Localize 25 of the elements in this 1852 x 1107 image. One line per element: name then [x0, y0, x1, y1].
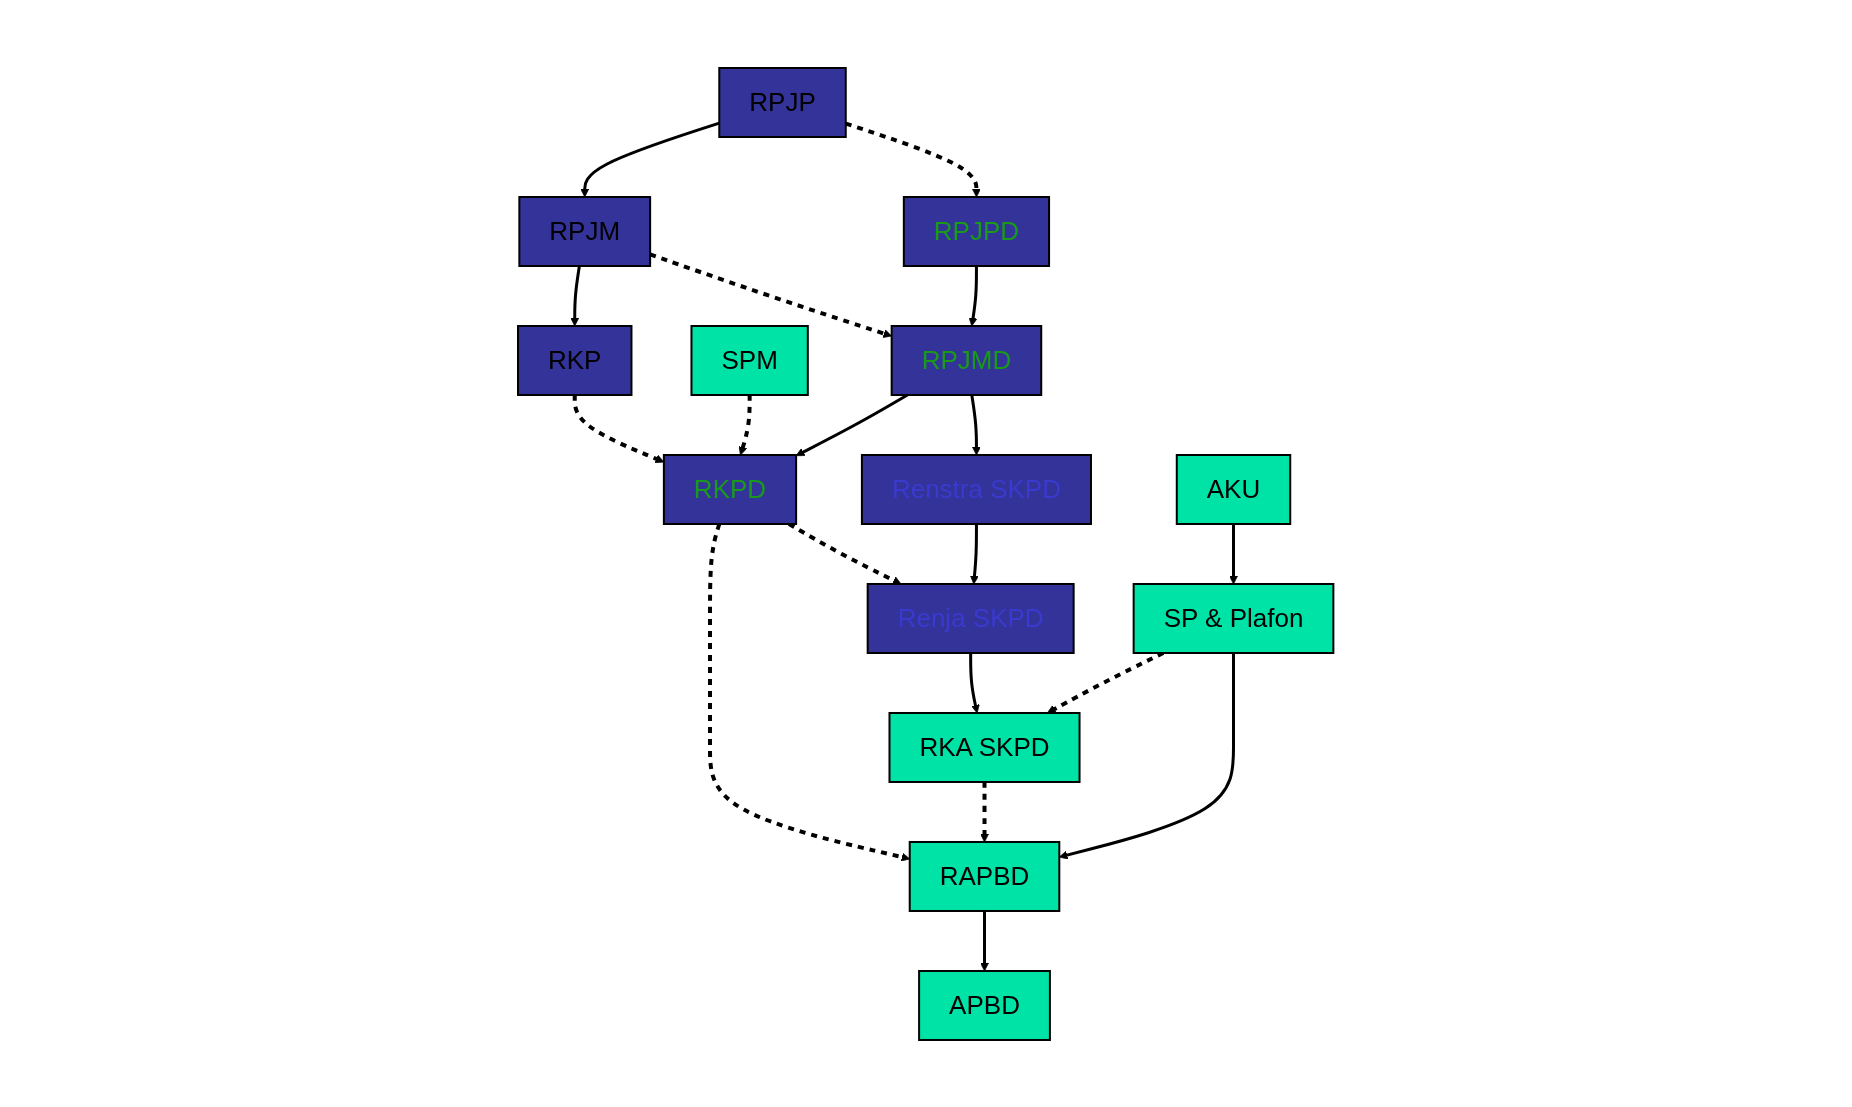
arrow [708, 522, 911, 861]
node-box: SP & Plafon [1132, 582, 1335, 654]
arrow [970, 523, 980, 584]
node-box: AKU [1176, 453, 1292, 525]
arrow [738, 394, 752, 455]
arrow [980, 781, 990, 842]
node-box: RPJM [518, 195, 652, 267]
node-box: SPM [690, 324, 810, 396]
arrow [570, 265, 582, 326]
arrow [970, 394, 982, 455]
node-box: RKPD [663, 453, 798, 525]
node-box: RAPBD [909, 840, 1061, 912]
node-box: RPJMD [891, 324, 1043, 396]
node-box: RKA SKPD [888, 711, 1081, 783]
node-box: RKP [517, 324, 633, 396]
arrow [573, 394, 665, 463]
node-box: APBD [918, 969, 1052, 1041]
arrow [969, 652, 981, 713]
arrow [1059, 652, 1236, 859]
arrow [980, 910, 990, 971]
arrow [796, 393, 909, 456]
arrow [969, 265, 979, 326]
arrow [1229, 523, 1239, 584]
node-box: RPJPD [903, 195, 1051, 267]
node-box: RPJP [718, 66, 848, 138]
